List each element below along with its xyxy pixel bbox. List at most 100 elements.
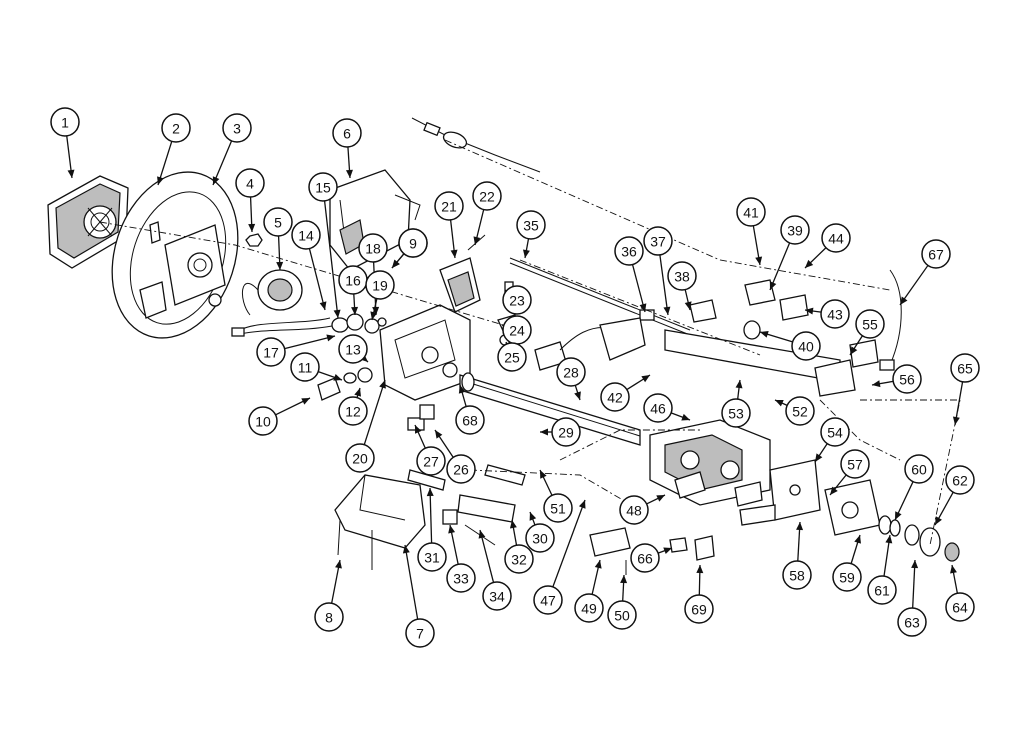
callout-number: 15 (315, 180, 331, 196)
callout-circle (619, 495, 649, 525)
callout-arrowhead (370, 311, 378, 320)
callout-arrowhead (426, 488, 434, 497)
cable-brackets (814, 269, 902, 397)
column-housing (379, 304, 471, 431)
callout-number: 52 (792, 404, 808, 420)
callout-circle (516, 210, 546, 240)
nut-4 (245, 233, 263, 247)
callout-circle (416, 446, 446, 476)
callout-leader-line (363, 379, 386, 445)
parts-artwork (47, 117, 961, 575)
callout-arrowhead (735, 380, 743, 389)
end-hardware (878, 515, 960, 562)
callout-number: 56 (899, 372, 915, 388)
callout-number: 16 (345, 273, 361, 289)
callout-arrowhead (450, 249, 458, 258)
callout-circle (338, 396, 368, 426)
callout-28: 28 (556, 357, 586, 401)
callout-arrowhead (935, 516, 942, 525)
callout-circle (867, 575, 897, 605)
callout-53: 53 (721, 379, 751, 428)
callout-44: 44 (804, 223, 851, 269)
callout-circle (482, 581, 512, 611)
callout-circle (533, 585, 563, 615)
callout-circle (785, 396, 815, 426)
callout-arrowhead (319, 301, 327, 310)
callout-11: 11 (290, 352, 343, 382)
callout-circle (791, 331, 821, 361)
callout-68: 68 (455, 384, 485, 435)
callout-5: 5 (263, 207, 293, 271)
callout-number: 43 (827, 307, 843, 323)
callout-circle (945, 465, 975, 495)
callout-arrowhead (895, 511, 902, 520)
callout-number: 37 (650, 234, 666, 250)
callout-34: 34 (478, 529, 512, 611)
callout-50: 50 (607, 574, 637, 630)
callout-number: 34 (489, 589, 505, 605)
callout-arrowhead (663, 306, 671, 315)
callout-40: 40 (759, 330, 821, 361)
callout-54: 54 (814, 417, 850, 463)
callout-35: 35 (516, 210, 546, 259)
callout-circle (667, 261, 697, 291)
callout-number: 4 (246, 176, 254, 192)
callout-arrowhead (854, 535, 861, 544)
callout-circle (50, 107, 80, 137)
callout-arrowhead (448, 525, 456, 534)
callout-64: 64 (945, 564, 975, 622)
callout-48: 48 (619, 494, 666, 525)
callout-number: 36 (621, 244, 637, 260)
callout-arrowhead (435, 430, 443, 439)
callout-number: 18 (365, 241, 381, 257)
callout-number: 28 (563, 365, 579, 381)
callout-circle (358, 233, 388, 263)
callout-46: 46 (643, 393, 691, 423)
callout-circle (643, 393, 673, 423)
callout-arrowhead (509, 520, 517, 529)
callout-number: 40 (798, 339, 814, 355)
callout-number: 63 (904, 615, 920, 631)
callout-number: 49 (581, 601, 597, 617)
callout-67: 67 (899, 239, 951, 306)
callout-arrowhead (684, 301, 692, 310)
callout-leader-line (769, 242, 791, 291)
callout-circle (643, 226, 673, 256)
callout-arrowhead (578, 500, 586, 509)
callout-leader-line (323, 200, 339, 319)
gear-selector-lever (534, 317, 646, 371)
callout-circle (338, 334, 368, 364)
callout-arrowhead (157, 176, 164, 185)
callout-19: 19 (365, 270, 395, 321)
callout-number: 60 (911, 462, 927, 478)
callout-arrowhead (351, 306, 359, 315)
callout-number: 44 (828, 231, 844, 247)
column-tube (664, 279, 841, 383)
callout-circle (574, 593, 604, 623)
callout-27: 27 (414, 424, 446, 476)
callout-13: 13 (338, 334, 369, 364)
callout-arrowhead (681, 413, 690, 421)
callout-number: 19 (372, 278, 388, 294)
callout-number: 46 (650, 401, 666, 417)
callout-24: 24 (501, 315, 532, 345)
callout-arrowhead (379, 380, 386, 389)
callout-circle (365, 270, 395, 300)
callout-number: 50 (614, 608, 630, 624)
callout-number: 58 (789, 568, 805, 584)
callout-arrowhead (540, 428, 548, 436)
callout-number: 55 (862, 317, 878, 333)
callout-8: 8 (314, 559, 344, 632)
callout-arrowhead (415, 425, 422, 434)
callout-circle (551, 417, 581, 447)
callout-number: 5 (274, 215, 282, 231)
callout-arrowhead (392, 259, 400, 268)
callout-circle (684, 594, 714, 624)
callout-number: 57 (847, 457, 863, 473)
callout-37: 37 (643, 226, 673, 316)
callout-circle (332, 118, 362, 148)
callout-number: 17 (263, 345, 279, 361)
callout-arrowhead (212, 176, 220, 185)
callout-21: 21 (434, 191, 464, 259)
